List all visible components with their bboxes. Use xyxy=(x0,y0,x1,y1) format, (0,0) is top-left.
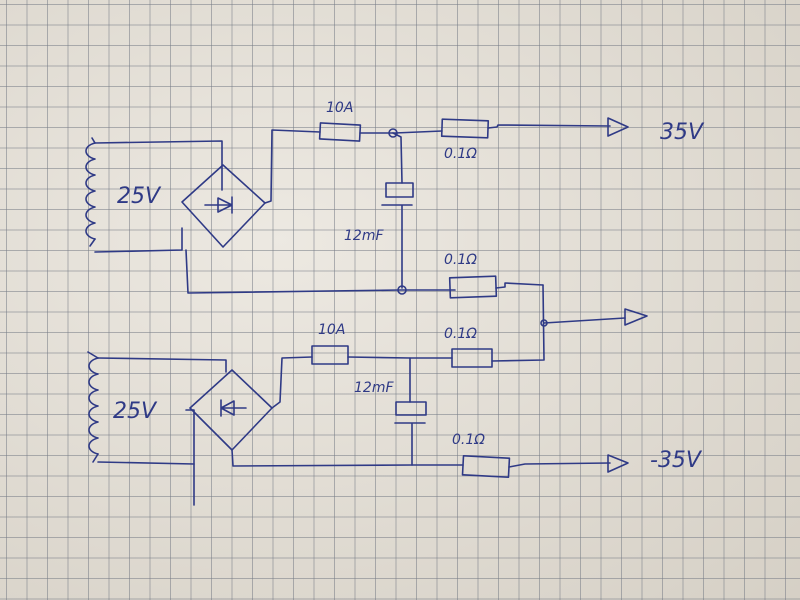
positive-output-terminal xyxy=(607,117,629,137)
bottom-capacitor-label: 12mF xyxy=(354,380,394,396)
top-return-resistor-label: 0.1Ω xyxy=(444,252,477,268)
ground-bus xyxy=(491,284,648,362)
top-output-resistor xyxy=(440,118,611,139)
top-output-resistor-label: 0.1Ω xyxy=(444,146,477,162)
bottom-mid-resistor-label: 0.1Ω xyxy=(444,326,477,342)
top-bridge-rectifier xyxy=(181,164,266,248)
bottom-mid-resistor xyxy=(451,348,493,368)
bottom-output-resistor xyxy=(461,455,611,478)
top-dc-wires xyxy=(185,129,456,294)
top-fuse-label: 10A xyxy=(326,100,353,116)
bottom-fuse-label: 10A xyxy=(318,322,345,338)
bottom-transformer-label: 25V xyxy=(113,399,158,424)
bottom-fuse xyxy=(311,345,453,365)
bottom-ac-wires xyxy=(97,357,227,506)
top-transformer-label: 25V xyxy=(117,184,162,209)
bottom-capacitor xyxy=(394,357,427,466)
positive-output-label: 35V xyxy=(660,120,705,145)
negative-output-label: -35V xyxy=(650,448,703,473)
bottom-transformer-winding xyxy=(87,351,99,463)
bottom-dc-wires xyxy=(231,356,464,467)
top-fuse xyxy=(318,122,443,142)
top-ac-wires xyxy=(94,140,223,253)
top-capacitor-label: 12mF xyxy=(344,228,384,244)
top-positive-node xyxy=(388,128,403,184)
bottom-bridge-rectifier xyxy=(189,369,273,451)
top-capacitor xyxy=(381,182,414,295)
top-return-resistor xyxy=(448,275,544,299)
negative-output-terminal xyxy=(607,454,629,473)
top-transformer-winding xyxy=(85,137,96,247)
bottom-output-resistor-label: 0.1Ω xyxy=(452,432,485,448)
